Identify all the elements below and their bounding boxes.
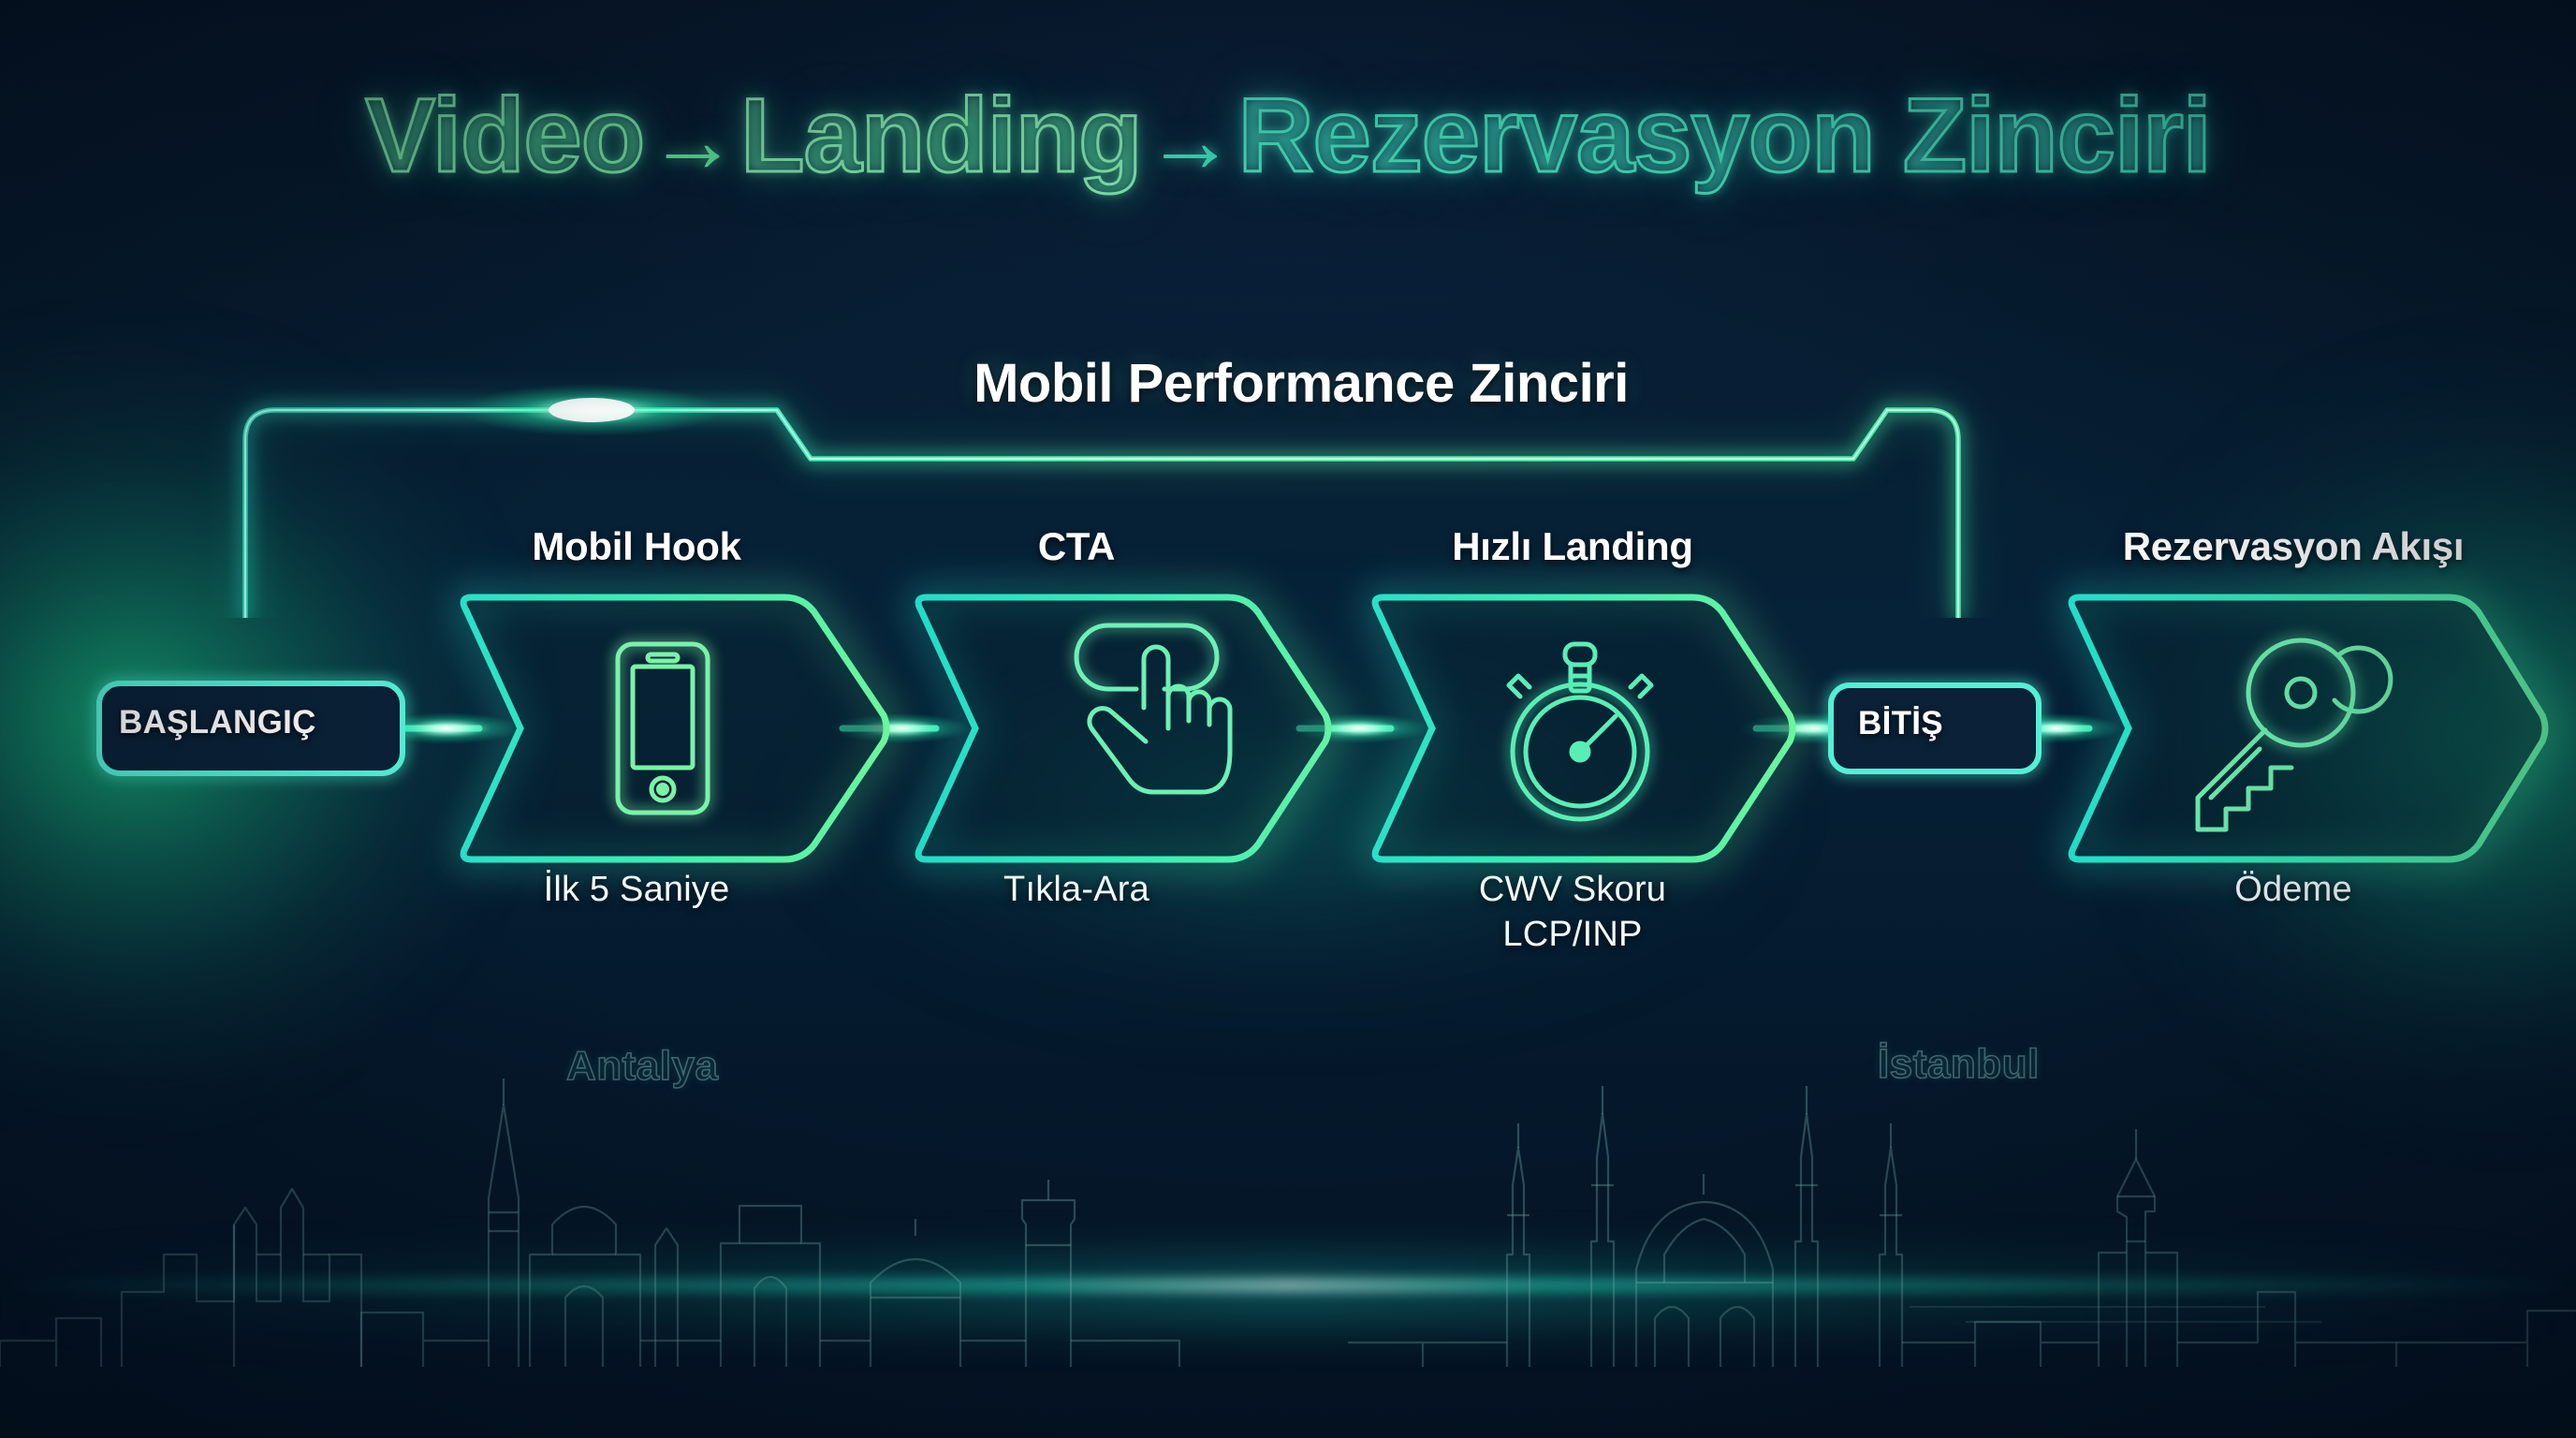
step-caption-hizli-landing-2: LCP/INP xyxy=(1502,915,1643,954)
city-label-antalya: Antalya xyxy=(565,1042,719,1090)
end-node-label: BİTİŞ xyxy=(1858,705,1943,741)
title-arrow-1-icon: → xyxy=(648,91,738,191)
title-arrow-2-icon: → xyxy=(1145,91,1236,191)
title-part-landing: Landing xyxy=(739,76,1144,196)
step-shape-rezervasyon-akisi[interactable] xyxy=(2062,588,2554,869)
step-shape-mobil-hook[interactable] xyxy=(454,588,896,869)
step-title-rezervasyon-akisi: Rezervasyon Akışı xyxy=(2122,524,2465,568)
step-caption-cta: Tıkla-Ara xyxy=(1003,870,1149,909)
city-label-istanbul: İstanbul xyxy=(1877,1040,2040,1088)
step-shape-hizli-landing[interactable] xyxy=(1366,588,1802,869)
page-title: Video→Landing→Rezervasyon Zinciri xyxy=(0,75,2576,196)
bracket-label: Mobil Performance Zinciri xyxy=(973,353,1629,414)
step-shape-cta[interactable] xyxy=(909,588,1338,869)
title-part-rezervasyon: Rezervasyon Zinciri xyxy=(1237,76,2213,196)
start-node-label: BAŞLANGIÇ xyxy=(119,704,316,741)
city-skyline xyxy=(0,1078,2576,1367)
step-title-cta: CTA xyxy=(1037,524,1116,568)
step-caption-mobil-hook: İlk 5 Saniye xyxy=(543,870,730,909)
step-title-hizli-landing: Hızlı Landing xyxy=(1452,524,1693,568)
step-title-mobil-hook: Mobil Hook xyxy=(532,524,741,568)
step-caption-hizli-landing: CWV Skoru xyxy=(1478,870,1667,909)
title-part-video: Video xyxy=(364,76,647,196)
step-caption-rezervasyon-akisi: Ödeme xyxy=(2234,870,2352,909)
